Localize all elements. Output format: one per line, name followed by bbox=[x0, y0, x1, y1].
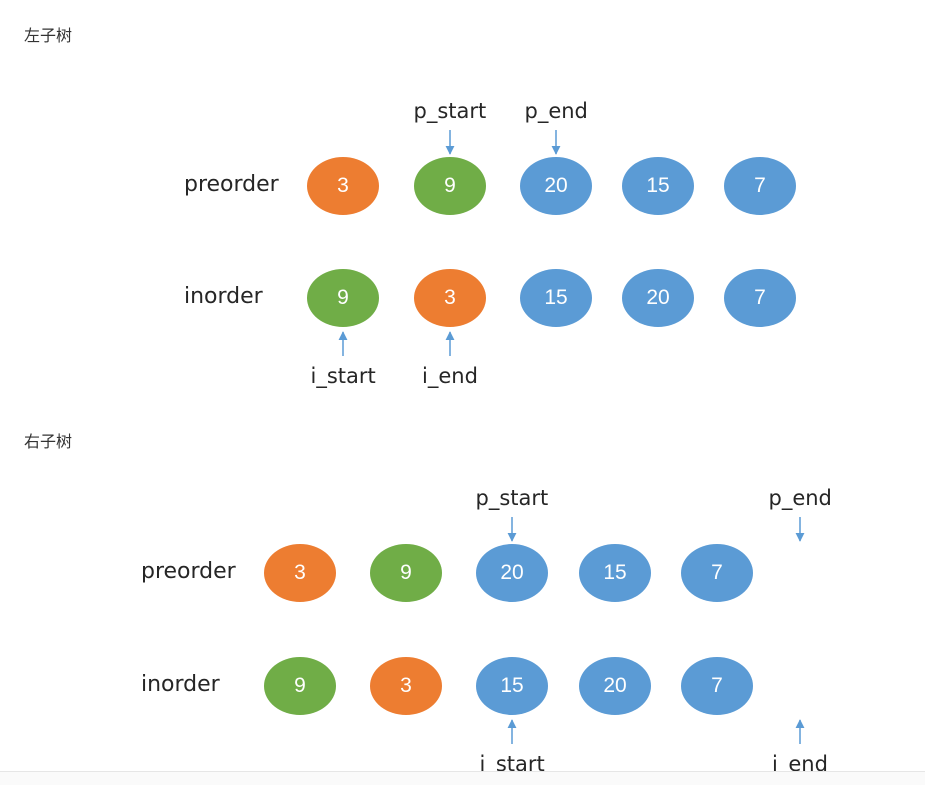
pointer-label-p-start: p_start bbox=[413, 99, 487, 123]
node-preorder-4: 7 bbox=[724, 157, 796, 215]
node-inorder-3: 20 bbox=[622, 269, 694, 327]
node-preorder-3: 15 bbox=[579, 544, 651, 602]
node-inorder-4: 7 bbox=[724, 269, 796, 327]
pointer-label-i-end: i_end bbox=[772, 752, 828, 776]
node-preorder-2: 20 bbox=[520, 157, 592, 215]
bottom-bar bbox=[0, 772, 925, 785]
node-inorder-2: 15 bbox=[520, 269, 592, 327]
pointer-label-p-start: p_start bbox=[475, 486, 549, 510]
node-preorder-1: 9 bbox=[414, 157, 486, 215]
bottom-divider bbox=[0, 771, 925, 772]
node-inorder-2: 15 bbox=[476, 657, 548, 715]
section-title-right-subtree: 右子树 bbox=[24, 432, 73, 451]
pointer-label-i-start: i_start bbox=[310, 364, 376, 388]
node-preorder-2: 20 bbox=[476, 544, 548, 602]
node-preorder-4: 7 bbox=[681, 544, 753, 602]
node-inorder-1: 3 bbox=[414, 269, 486, 327]
node-preorder-0: 3 bbox=[264, 544, 336, 602]
pointer-label-i-end: i_end bbox=[422, 364, 478, 388]
node-preorder-3: 15 bbox=[622, 157, 694, 215]
pointer-label-p-end: p_end bbox=[524, 99, 588, 123]
row-label-inorder: inorder bbox=[184, 284, 263, 309]
node-inorder-3: 20 bbox=[579, 657, 651, 715]
pointer-label-i-start: i_start bbox=[479, 752, 545, 776]
node-inorder-0: 9 bbox=[307, 269, 379, 327]
node-preorder-1: 9 bbox=[370, 544, 442, 602]
row-label-inorder: inorder bbox=[141, 672, 220, 697]
pointer-label-p-end: p_end bbox=[768, 486, 832, 510]
section-title-left-subtree: 左子树 bbox=[24, 26, 73, 45]
node-inorder-0: 9 bbox=[264, 657, 336, 715]
node-preorder-0: 3 bbox=[307, 157, 379, 215]
row-label-preorder: preorder bbox=[184, 172, 279, 197]
node-inorder-1: 3 bbox=[370, 657, 442, 715]
node-inorder-4: 7 bbox=[681, 657, 753, 715]
row-label-preorder: preorder bbox=[141, 559, 236, 584]
